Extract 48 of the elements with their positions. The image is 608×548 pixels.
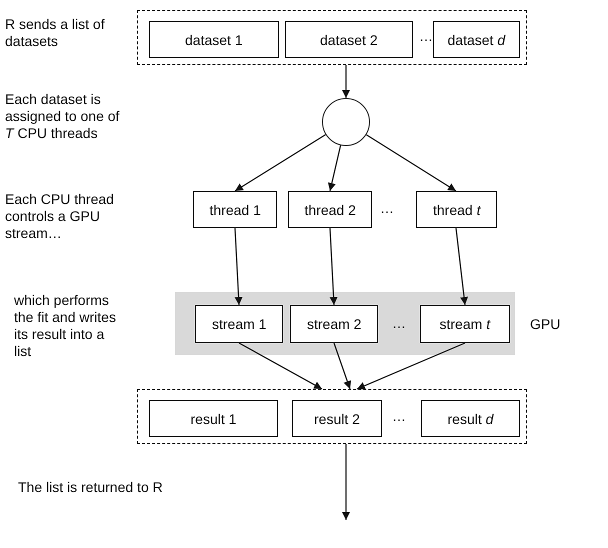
dashed-group-box bbox=[137, 389, 527, 444]
process-box bbox=[416, 191, 497, 228]
circle-node bbox=[322, 98, 370, 146]
annotation-text: The list is returned to R bbox=[18, 479, 164, 496]
process-box bbox=[433, 21, 520, 58]
node-label: dataset d bbox=[448, 32, 506, 48]
process-box bbox=[290, 305, 378, 343]
arrow bbox=[234, 228, 243, 306]
process-box bbox=[421, 400, 520, 437]
process-box bbox=[420, 305, 510, 343]
ellipsis: … bbox=[392, 315, 407, 332]
annotation-text: Each dataset is assigned to one of T CPU threads bbox=[5, 91, 120, 142]
node-label: thread t bbox=[433, 202, 480, 218]
node-label: result 1 bbox=[190, 410, 236, 426]
node-label: thread 2 bbox=[304, 202, 356, 218]
ellipsis: … bbox=[392, 408, 407, 425]
arrow bbox=[342, 444, 350, 520]
arrow bbox=[356, 342, 466, 390]
arrow bbox=[234, 134, 326, 192]
arrow bbox=[328, 145, 342, 192]
node-label: dataset 1 bbox=[185, 32, 243, 48]
process-box bbox=[195, 305, 283, 343]
dashed-group-box bbox=[137, 10, 527, 65]
process-box bbox=[149, 21, 279, 58]
arrow bbox=[329, 228, 338, 306]
annotation-text: Each CPU thread controls a GPU stream… bbox=[5, 191, 115, 242]
annotation-text: R sends a list of datasets bbox=[5, 16, 106, 50]
arrow bbox=[342, 65, 350, 98]
ellipsis: … bbox=[380, 200, 395, 217]
node-label: thread 1 bbox=[210, 202, 261, 218]
process-box bbox=[292, 400, 382, 437]
arrow bbox=[455, 228, 468, 306]
band-heading: GPU bbox=[530, 316, 560, 332]
arrow bbox=[333, 342, 352, 390]
node-label: stream 2 bbox=[307, 316, 362, 332]
process-box bbox=[193, 191, 277, 228]
node-label: result 2 bbox=[314, 410, 360, 426]
annotation-text: which performs the fit and writes its result into a list bbox=[14, 292, 117, 360]
arrow bbox=[366, 134, 456, 192]
node-label: stream 1 bbox=[212, 316, 266, 332]
process-box bbox=[288, 191, 372, 228]
process-box bbox=[285, 21, 413, 58]
node-label: dataset 2 bbox=[320, 32, 378, 48]
node-label: result d bbox=[448, 410, 494, 426]
process-box bbox=[149, 400, 278, 437]
ellipsis: … bbox=[419, 28, 434, 45]
arrow bbox=[238, 342, 322, 390]
node-label: stream t bbox=[440, 316, 490, 332]
